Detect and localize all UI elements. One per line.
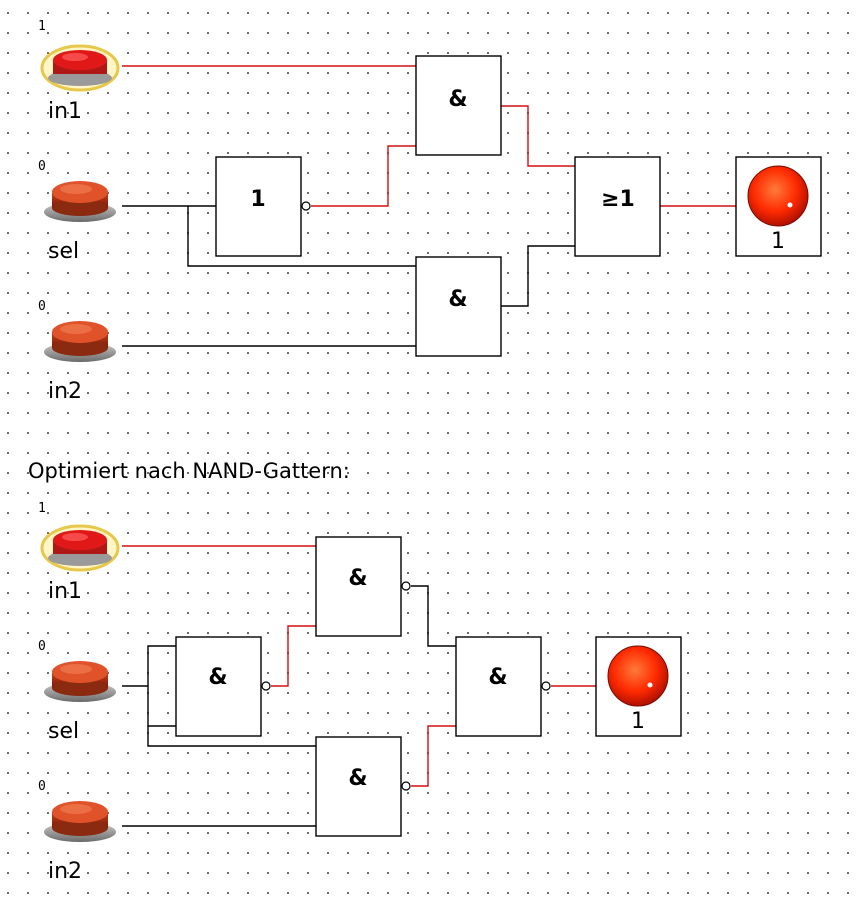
- wires-circuit-1: [122, 65, 736, 347]
- input-label: in2: [48, 859, 82, 884]
- wire-and-bottom-to-or: [501, 245, 575, 307]
- input-value: 1: [38, 501, 46, 516]
- gate-not[interactable]: 1: [215, 156, 311, 257]
- wire-and-top-to-or: [501, 105, 575, 167]
- output-lamp: 1: [595, 636, 682, 737]
- gate-symbol: 1: [250, 187, 265, 212]
- gate-nand-sel[interactable]: &: [175, 636, 271, 737]
- input-in1[interactable]: 1 in1: [38, 501, 120, 604]
- toggle-button-icon[interactable]: [40, 524, 120, 572]
- output-value: 1: [631, 709, 645, 734]
- wire-sel-to-nand-bottom: [147, 726, 316, 747]
- inverter-bubble: [301, 201, 311, 211]
- input-sel[interactable]: 0 sel: [38, 639, 116, 744]
- gate-nand-out[interactable]: &: [455, 636, 551, 737]
- wire-not-to-and-top: [311, 145, 416, 207]
- gate-symbol: &: [348, 566, 367, 591]
- lamp-icon: [607, 645, 669, 707]
- wire-nand-sel-to-nand-top: [271, 625, 316, 687]
- gate-symbol: ≥1: [601, 187, 635, 212]
- input-value: 1: [38, 19, 46, 34]
- toggle-button-icon[interactable]: [44, 321, 116, 362]
- gate-symbol: &: [448, 87, 467, 112]
- wires-circuit-2: [122, 545, 596, 827]
- inverter-bubble: [541, 681, 551, 691]
- gate-symbol: &: [208, 665, 227, 690]
- input-sel[interactable]: 0 sel: [38, 159, 116, 264]
- lamp-highlight: [647, 682, 653, 688]
- lamp-icon: [747, 165, 809, 227]
- inverter-bubble: [261, 681, 271, 691]
- gate-symbol: &: [448, 287, 467, 312]
- toggle-button-icon[interactable]: [44, 661, 116, 702]
- input-in1[interactable]: 1 in1: [38, 19, 120, 124]
- wire-sel-to-and-bottom: [187, 206, 416, 267]
- toggle-button-icon[interactable]: [44, 181, 116, 222]
- circuit-1: 1 in1 0 sel 0 in2 & 1 &: [38, 19, 822, 404]
- input-value: 0: [38, 299, 46, 314]
- input-in2[interactable]: 0 in2: [38, 779, 116, 884]
- gate-or[interactable]: ≥1: [574, 156, 661, 257]
- toggle-button-icon[interactable]: [40, 44, 120, 92]
- input-in2[interactable]: 0 in2: [38, 299, 116, 404]
- toggle-button-icon[interactable]: [44, 801, 116, 842]
- lamp-highlight: [787, 202, 793, 208]
- inverter-bubble: [401, 781, 411, 791]
- gate-nand-bottom[interactable]: &: [315, 736, 411, 837]
- wire-nand-bottom-to-nand-out: [411, 725, 456, 787]
- output-value: 1: [771, 229, 785, 254]
- input-label: in2: [48, 379, 82, 404]
- gate-nand-top[interactable]: &: [315, 536, 411, 637]
- input-label: sel: [48, 239, 79, 264]
- input-label: sel: [48, 719, 79, 744]
- input-label: in1: [48, 579, 82, 604]
- input-label: in1: [48, 99, 82, 124]
- input-value: 0: [38, 779, 46, 794]
- gate-symbol: &: [348, 766, 367, 791]
- wire-sel-to-nand-sel: [122, 645, 176, 727]
- input-value: 0: [38, 639, 46, 654]
- wire-nand-top-to-nand-out: [411, 585, 456, 647]
- section-heading: Optimiert nach NAND-Gattern:: [28, 459, 350, 483]
- input-value: 0: [38, 159, 46, 174]
- gate-and-top[interactable]: &: [415, 55, 502, 156]
- gate-symbol: &: [488, 665, 507, 690]
- gate-and-bottom[interactable]: &: [415, 256, 502, 357]
- circuit-2: 1 in1 0 sel 0 in2 & & &: [38, 501, 682, 884]
- inverter-bubble: [401, 581, 411, 591]
- output-lamp: 1: [735, 156, 822, 257]
